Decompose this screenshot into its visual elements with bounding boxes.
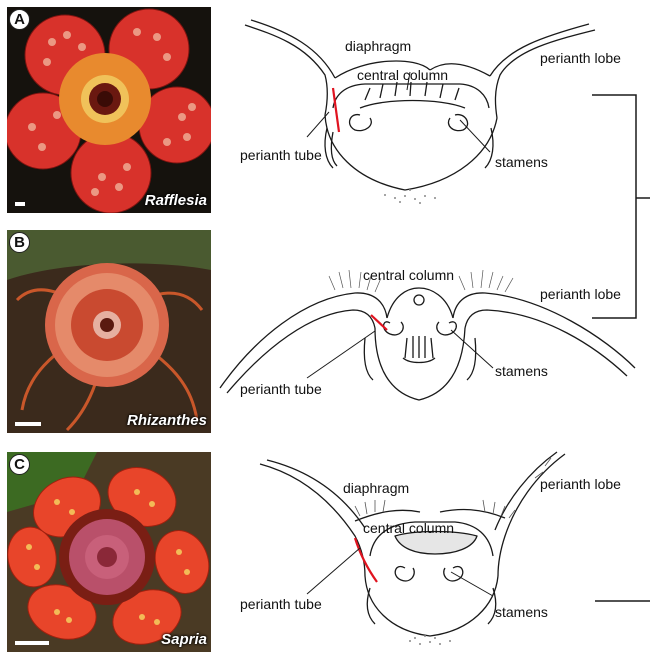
label-perianth-tube: perianth tube [240,147,322,163]
label-perianth-tube: perianth tube [240,596,322,612]
rafflesia-photo: A Rafflesia [7,7,211,213]
panel-letter-a: A [9,9,30,30]
genus-label-rhizanthes: Rhizanthes [127,412,207,429]
sapria-photo: C Sapria [7,452,211,652]
label-perianth-lobe: perianth lobe [540,286,621,302]
panel-letter-c: C [9,454,30,475]
label-central-column: central column [357,67,448,83]
label-diaphragm: diaphragm [343,480,409,496]
label-perianth-lobe: perianth lobe [540,50,621,66]
label-diaphragm: diaphragm [345,38,411,54]
label-central-column: central column [363,520,454,536]
label-stamens: stamens [495,363,548,379]
scale-bar [15,202,25,206]
panel-letter-b: B [9,232,30,253]
scale-bar [15,422,41,426]
label-stamens: stamens [495,604,548,620]
label-central-column: central column [363,267,454,283]
panel-rafflesia: A Rafflesia [0,0,650,218]
panel-sapria: C Sapria [0,436,650,654]
panel-rhizanthes: B Rhizanthes [0,218,650,436]
rhizanthes-cross-section-diagram [215,218,650,436]
label-perianth-lobe: perianth lobe [540,476,621,492]
scale-bar [15,641,49,645]
genus-label-rafflesia: Rafflesia [145,192,207,209]
label-perianth-tube: perianth tube [240,381,322,397]
rafflesia-cross-section-diagram [215,0,650,218]
sapria-cross-section-diagram [215,436,650,654]
genus-label-sapria: Sapria [161,631,207,648]
label-stamens: stamens [495,154,548,170]
rhizanthes-photo: B Rhizanthes [7,230,211,433]
